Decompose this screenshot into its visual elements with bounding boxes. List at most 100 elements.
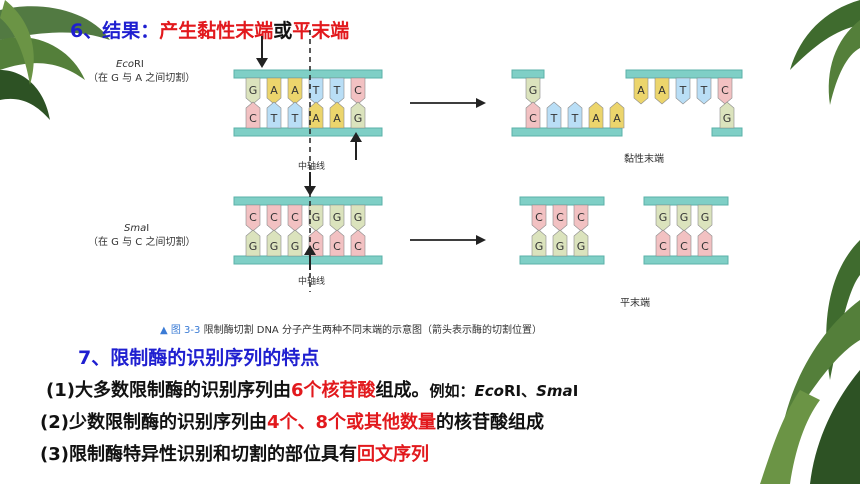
ecor-bottom-strand (233, 127, 383, 137)
ecor-bottom-base-1-letter: T (270, 112, 278, 125)
ecor-bottom-base-2-letter: T (291, 112, 299, 125)
blunt-left-bottom-base-1 (552, 229, 568, 257)
sticky-left-bottom-base-0-letter: C (529, 112, 537, 125)
palm-leaves-left-decoration (0, 0, 110, 120)
sma-top-base-3-letter: G (312, 211, 321, 224)
figure-caption: ▲ 图 3-3 限制酶切割 DNA 分子产生两种不同末端的示意图（箭头表示酶的切… (160, 321, 542, 336)
slide-heading-6: 6、结果：产生黏性末端或平末端 (70, 16, 349, 43)
sticky-right-top-base-2-letter: T (679, 84, 687, 97)
sma-top-base-5-letter: G (354, 211, 363, 224)
blunt-left-top-base-0-letter: C (535, 211, 543, 224)
ecor-top-base-1 (266, 77, 282, 105)
sticky-end-label: 黏性末端 (624, 152, 664, 165)
sma-top-base-1 (266, 204, 282, 232)
sma-bottom-base-4-letter: C (333, 240, 341, 253)
sma-top-base-2-letter: C (291, 211, 299, 224)
point-1-suffix: 组成。 (375, 380, 430, 401)
blunt-left-top-base-0 (531, 204, 547, 232)
blunt-left-bottom-base-2-letter: G (577, 240, 586, 253)
sticky-left-top-base-0-letter: G (529, 84, 538, 97)
blunt-right-bottom-base-1-letter: C (680, 240, 688, 253)
sticky-right-top-base-3 (696, 77, 712, 105)
blunt-left-bottom-base-1-letter: G (556, 240, 565, 253)
ecor-top-base-5 (350, 77, 366, 105)
ecor-top-base-1-letter: A (270, 84, 278, 97)
sma-bottom-base-1-letter: G (270, 240, 279, 253)
blunt-left-top-base-2-letter: C (577, 211, 585, 224)
point-2-highlight: 4个、8个或其他数量 (266, 412, 437, 433)
point-2-prefix: (2)少数限制酶的识别序列由 (40, 412, 267, 433)
ecor-top-base-0-letter: G (249, 84, 258, 97)
sticky-right-top-base-4 (717, 77, 733, 105)
sticky-left-bottom-base-4 (609, 101, 625, 129)
sma-bottom-base-2-letter: G (291, 240, 300, 253)
blunt-right-top-base-2-letter: G (701, 211, 710, 224)
ecor-bottom-base-2 (287, 101, 303, 129)
blunt-right-top-strand (643, 196, 729, 206)
process-arrow-sma (410, 235, 486, 245)
blunt-left-top-base-1-letter: C (556, 211, 564, 224)
point-3-prefix: (3)限制酶特异性识别和切割的部位具有 (40, 444, 357, 465)
cut-arrow-axis-bottom (304, 245, 316, 270)
blunt-right-bottom-base-1 (676, 229, 692, 257)
sticky-right-bottom-base-0 (719, 101, 735, 129)
ecor-top-base-2 (287, 77, 303, 105)
ecor-top-base-4 (329, 77, 345, 105)
ecor-top-base-2-letter: A (291, 84, 299, 97)
sma-top-base-3 (308, 204, 324, 232)
point-1-highlight: 6个核苷酸 (290, 380, 376, 401)
sma-bottom-base-5 (350, 229, 366, 257)
sticky-left-bottom-base-1-letter: T (550, 112, 558, 125)
ecor-bottom-base-5-letter: G (354, 112, 363, 125)
blunt-left-bottom-base-0 (531, 229, 547, 257)
sma-top-base-1-letter: C (270, 211, 278, 224)
point-1-prefix: (1)大多数限制酶的识别序列由 (46, 380, 291, 401)
blunt-right-top-base-1 (676, 204, 692, 232)
sticky-right-top-base-2 (675, 77, 691, 105)
blunt-right-bottom-base-0 (655, 229, 671, 257)
sma-top-strand (233, 196, 383, 206)
point-3: (3)限制酶特异性识别和切割的部位具有回文序列 (40, 440, 429, 466)
ecor-bottom-base-3-letter: A (312, 112, 320, 125)
sticky-left-bottom-base-1 (546, 101, 562, 129)
ecor-bottom-base-0 (245, 101, 261, 129)
heading-number: 6、结果： (70, 20, 160, 42)
sma-top-base-5 (350, 204, 366, 232)
ecor-bottom-base-5 (350, 101, 366, 129)
sticky-right-top-strand (625, 69, 743, 79)
cut-arrow-top (256, 36, 268, 68)
sma-bottom-strand (233, 255, 383, 265)
sma-bottom-base-2 (287, 229, 303, 257)
point-1-ex2-italic: Sma (536, 382, 573, 400)
caption-text: 限制酶切割 DNA 分子产生两种不同末端的示意图（箭头表示酶的切割位置） (203, 325, 542, 336)
sma-label: SmaⅠ （在 G 与 C 之间切割） (88, 222, 195, 250)
sticky-left-bottom-base-2-letter: T (571, 112, 579, 125)
sticky-right-bottom-strand (711, 127, 743, 137)
ecor-top-base-4-letter: T (333, 84, 341, 97)
point-1-example: 例如：EcoRⅠ、SmaⅠ (430, 382, 579, 400)
sticky-left-bottom-base-3-letter: A (592, 112, 600, 125)
sticky-left-top-base-0 (525, 77, 541, 105)
sticky-right-top-base-3-letter: T (700, 84, 708, 97)
cut-arrow-axis-middle (304, 172, 316, 196)
sma-top-base-2 (287, 204, 303, 232)
point-1-ex1-rest: RⅠ、 (503, 382, 537, 400)
section-7-title: 7、限制酶的识别序列的特点 (78, 347, 320, 369)
ecor-cut-site: （在 G 与 A 之间切割） (88, 73, 196, 84)
heading-conjunction: 或 (273, 20, 293, 42)
ecor-name-rest: RⅠ (133, 59, 144, 70)
cut-arrow-bottom (350, 132, 362, 160)
blunt-left-top-strand (519, 196, 605, 206)
ecor-bottom-base-1 (266, 101, 282, 129)
sticky-right-top-base-1 (654, 77, 670, 105)
sticky-left-bottom-base-4-letter: A (613, 112, 621, 125)
point-3-highlight: 回文序列 (356, 444, 429, 465)
blunt-right-top-base-1-letter: G (680, 211, 689, 224)
palm-leaves-right-top-decoration (790, 0, 860, 105)
blunt-right-bottom-base-2-letter: C (701, 240, 709, 253)
ecor-bottom-base-3 (308, 101, 324, 129)
sticky-left-bottom-base-0 (525, 101, 541, 129)
